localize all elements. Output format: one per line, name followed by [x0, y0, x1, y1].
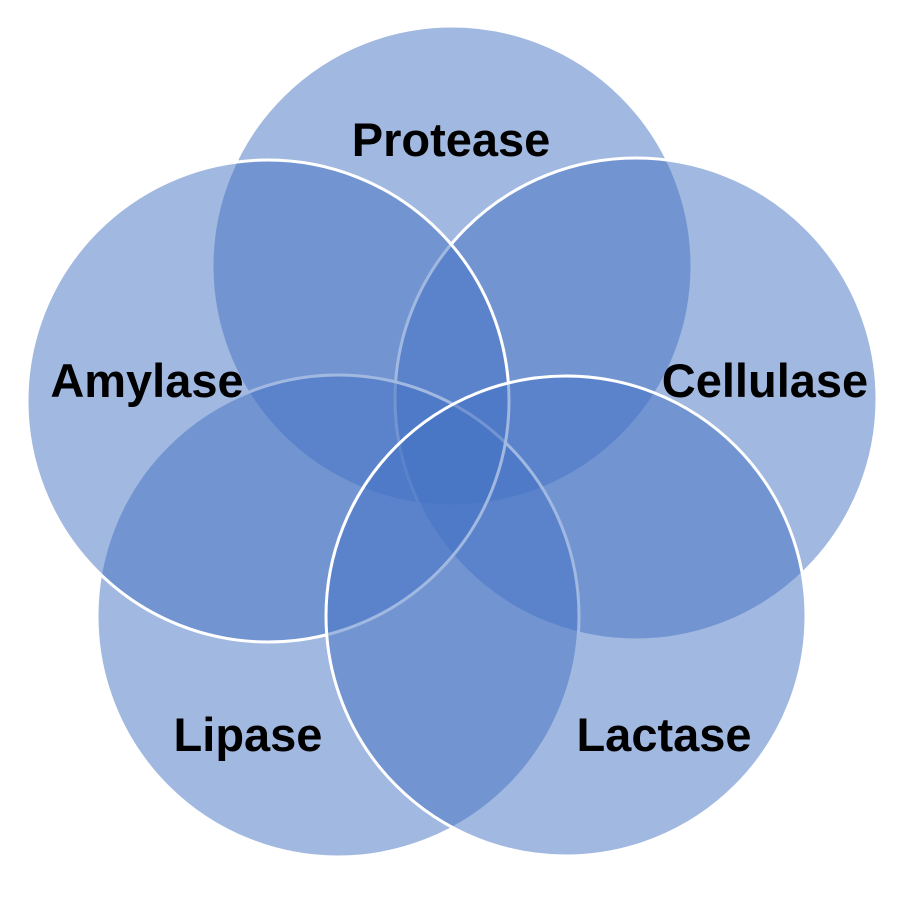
label-amylase: Amylase — [50, 354, 243, 407]
label-lactase: Lactase — [576, 708, 751, 761]
labels: Protease Cellulase Lactase Lipase Amylas… — [50, 113, 868, 761]
label-protease: Protease — [352, 113, 551, 166]
label-lipase: Lipase — [174, 708, 323, 761]
circles — [25, 24, 879, 859]
circle-lactase — [324, 374, 808, 858]
label-cellulase: Cellulase — [662, 354, 868, 407]
